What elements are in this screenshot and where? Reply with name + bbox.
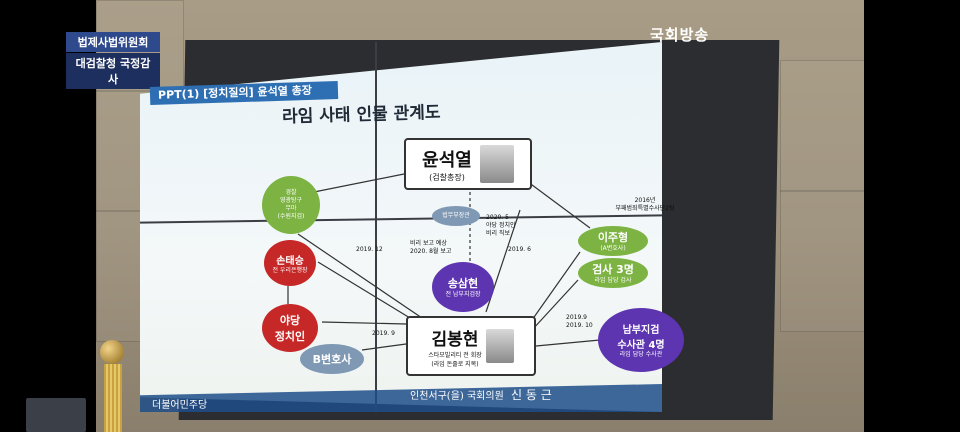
wall-panel (780, 190, 864, 332)
flag-tassel (104, 364, 122, 432)
line-politician-kim (321, 321, 407, 325)
session-label: 대검찰청 국정감사 (66, 53, 160, 89)
annotation-a4: 비리 보고 예상 (410, 240, 447, 247)
node-yoon-role: (검찰총장) (429, 172, 465, 182)
annotation-a3: 비리 직보 (486, 230, 510, 237)
footer-party: 더불어민주당 (152, 400, 208, 411)
node-lee-name: 이주형 (597, 231, 629, 244)
node-politician-line1: 야당 (279, 314, 301, 327)
line-son-kim (317, 261, 411, 319)
node-team-2016: 2016년 부패범죄특별수사단2팀 (600, 194, 690, 216)
node-prosecutors-sub: 라임 담당 검사 (594, 277, 632, 284)
broadcaster-logo: 국회방송 (650, 26, 710, 44)
screen-seam-vertical (375, 42, 377, 412)
line-kim-lee (531, 251, 581, 321)
annotation-a6: 2019. 12 (356, 246, 383, 253)
node-prosecutors-name: 검사 3명 (592, 263, 634, 276)
wall-panel (780, 60, 864, 192)
node-kim-name: 김봉현 (431, 329, 479, 350)
committee-label: 법제사법위원회 (66, 32, 160, 52)
node-song-name: 송삼현 (447, 277, 479, 290)
node-song: 송삼현 전 남부지검장 (432, 262, 494, 312)
node-yoon-photo (479, 145, 514, 183)
program-label: 법제사법위원회 대검찰청 국정감사 (66, 32, 160, 89)
node-yoon: 윤석열 (검찰총장) (404, 138, 532, 190)
node-lawyer-b-name: B변호사 (312, 353, 352, 366)
node-team-2016-line2: 부패범죄특별수사단2팀 (615, 205, 675, 212)
line-kim-prosecutors (531, 279, 579, 331)
node-son-name: 손태승 (276, 255, 304, 267)
line-police-kim (297, 233, 423, 319)
annotation-a8: 2019. 6 (508, 246, 531, 253)
footer-member: 인천서구(을) 국회의원 신 동 근 (410, 386, 552, 403)
flag-pole-ornament (100, 340, 124, 364)
node-yoon-name: 윤석열 (422, 149, 472, 171)
node-police-line3: 무마 (285, 205, 297, 212)
node-southern: 남부지검 수사관 4명 라임 담당 수사관 (598, 308, 684, 372)
node-boss-name: 법무부장관 (442, 212, 470, 219)
line-kim-southern (535, 339, 601, 347)
node-son: 손태승 전 우리은행장 (264, 240, 316, 286)
node-police-line2: 영광탕구 (279, 197, 303, 204)
annotation-a10: 2019.9 (566, 314, 587, 321)
node-kim-photo (485, 329, 514, 363)
node-kim-role2: (라임 돈줄로 지목) (431, 360, 479, 368)
annotation-a2: 야당 정치인 (486, 222, 516, 229)
footer-member-title: 인천서구(을) 국회의원 (410, 391, 504, 402)
node-southern-line2: 수사관 4명 (617, 340, 665, 351)
node-politician: 야당 정치인 (262, 304, 318, 352)
node-lee-sub: (A변호사) (600, 245, 626, 252)
node-police: 경찰 영광탕구 무마 (수원지검) (262, 176, 320, 234)
node-prosecutors: 검사 3명 라임 담당 검사 (578, 258, 648, 288)
node-team-2016-line1: 2016년 (634, 197, 656, 204)
node-southern-line3: 라임 담당 수사관 (619, 351, 663, 358)
annotation-a7: 2019. 9 (372, 330, 395, 337)
annotation-a9: 2019. 10 (566, 322, 593, 329)
node-lawyer-b: B변호사 (300, 344, 364, 374)
annotation-a1: 2020. 5 (486, 214, 509, 221)
slide-title: 라임 사태 인물 관계도 (281, 102, 441, 128)
node-son-sub: 전 우리은행장 (272, 266, 308, 274)
node-kim-role1: 스타모빌리티 전 회장 (428, 351, 482, 359)
node-police-line4: (수원지검) (277, 213, 305, 220)
node-police-line1: 경찰 (285, 189, 297, 196)
desk-equipment (26, 398, 86, 432)
annotation-a5: 2020. 8월 보고 (410, 248, 452, 255)
line-lawyer-kim (361, 343, 407, 351)
node-song-sub: 전 남부지검장 (445, 291, 481, 298)
node-lee: 이주형 (A변호사) (578, 226, 648, 256)
slide-screen (140, 42, 662, 412)
node-boss: 법무부장관 (432, 206, 480, 226)
node-southern-line1: 남부지검 (622, 325, 660, 336)
node-politician-line2: 정치인 (274, 330, 306, 343)
line-yoon-police (313, 173, 405, 193)
footer-member-name: 신 동 근 (510, 388, 552, 402)
node-kim: 김봉현 스타모빌리티 전 회장 (라임 돈줄로 지목) (406, 316, 536, 376)
